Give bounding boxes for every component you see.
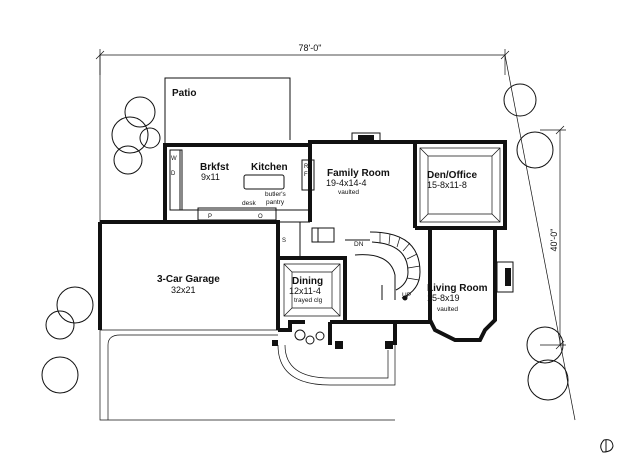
dining-note: trayed clg [294, 297, 323, 304]
garage-size: 32x21 [171, 285, 196, 295]
living-room-label: Living Room [427, 283, 488, 294]
breakfast-size: 9x11 [201, 172, 220, 182]
dimension-depth: 40'-0" [540, 125, 566, 350]
fridge-marker: P [208, 214, 212, 220]
interior-walls [100, 147, 501, 331]
room-labels: Brkfst 9x11 Kitchen Family Room 19-4x14-… [157, 162, 488, 313]
dimension-width: 78'-0" [95, 43, 510, 75]
living-room-note: vaulted [437, 306, 458, 313]
dining-label: Dining [292, 276, 323, 287]
depth-dimension-label: 40'-0" [549, 229, 559, 252]
ref-marker: Re [304, 164, 312, 170]
patio-area: Patio [164, 77, 291, 145]
driveway [107, 334, 396, 420]
porch-posts [272, 340, 393, 349]
garage-label: 3-Car Garage [157, 274, 220, 285]
oven-marker: O [258, 214, 263, 220]
kitchen-label: Kitchen [251, 162, 288, 173]
stairs-up-label: UP [402, 292, 411, 299]
den-office-label: Den/Office [427, 170, 477, 181]
annotations: desk butler's pantry DN UP P O S Re Fr W… [171, 156, 411, 299]
fr-marker: Fr [304, 172, 310, 178]
landscaping-trees [41, 83, 569, 401]
width-dimension-label: 78'-0" [299, 43, 322, 53]
dryer-marker: D [171, 171, 176, 177]
family-room-note: vaulted [338, 189, 359, 196]
lot-boundary [99, 54, 576, 421]
desk-label: desk [242, 200, 256, 207]
breakfast-label: Brkfst [200, 162, 230, 173]
fireplaces [351, 132, 514, 293]
family-room-label: Family Room [327, 168, 390, 179]
den-office-size: 15-8x11-8 [427, 180, 467, 190]
living-room-size: 15-8x19 [427, 293, 460, 303]
north-arrow-icon [600, 439, 614, 453]
washer-marker: W [171, 156, 177, 162]
dining-size: 12x11-4 [289, 286, 321, 296]
stairs-down-label: DN [354, 241, 364, 248]
family-room-size: 19-4x14-4 [326, 178, 367, 188]
pantry-label: pantry [266, 199, 285, 206]
patio-label: Patio [172, 88, 196, 99]
sink-marker: S [282, 238, 286, 244]
butlers-label: butler's [265, 191, 287, 198]
